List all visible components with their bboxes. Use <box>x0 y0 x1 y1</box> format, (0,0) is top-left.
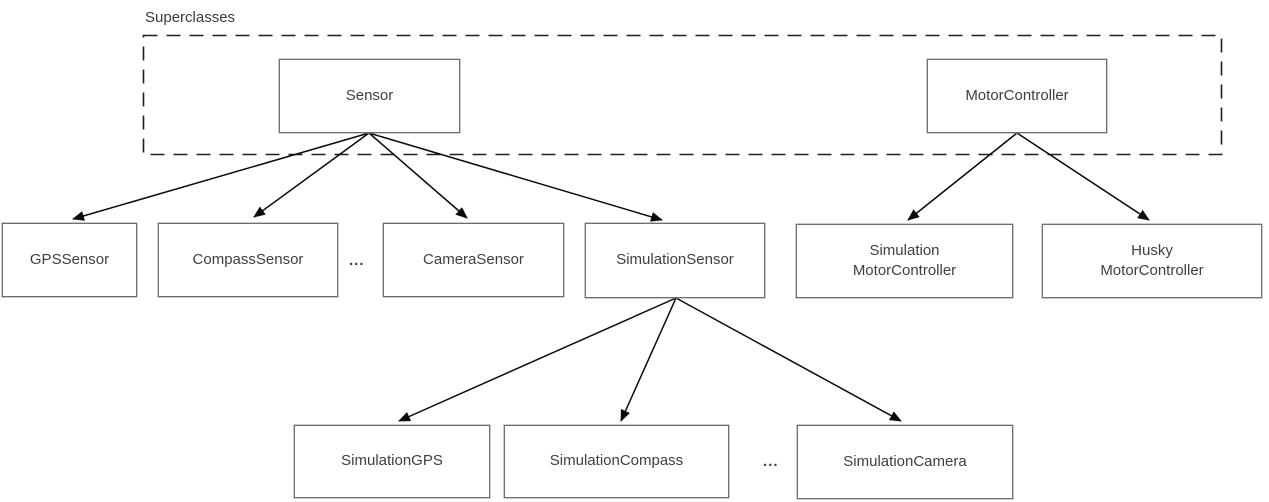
edge-motorcontroller-simulationmotorcontroller <box>907 132 1018 221</box>
ellipsis-more-simulation-sensors: ... <box>763 453 779 470</box>
edge-motorcontroller-huskymotorcontroller <box>1016 132 1150 221</box>
node-simulation-gps: SimulationGPS <box>294 425 490 498</box>
node-husky-motor-controller: Husky MotorController <box>1042 224 1262 298</box>
edge-sensor-gpssensor <box>72 132 370 221</box>
superclasses-group-label: Superclasses <box>145 9 236 26</box>
node-motor-controller: MotorController <box>927 59 1107 133</box>
edge-simulationsensor-simulationcompass <box>620 297 677 422</box>
edge-sensor-camerasensor <box>368 132 468 219</box>
node-simulation-motor-controller: Simulation MotorController <box>796 224 1013 298</box>
node-simulation-camera: SimulationCamera <box>797 425 1013 499</box>
node-simulation-sensor: SimulationSensor <box>585 223 765 298</box>
edge-sensor-compasssensor <box>253 132 370 218</box>
edge-simulationsensor-simulationcamera <box>675 297 902 422</box>
edge-simulationsensor-simulationgps <box>398 297 677 422</box>
edge-sensor-simulationsensor <box>368 132 663 222</box>
node-gps-sensor: GPSSensor <box>2 223 137 297</box>
node-sensor: Sensor <box>279 59 460 133</box>
ellipsis-more-sensors: ... <box>349 252 365 269</box>
node-simulation-compass: SimulationCompass <box>504 425 729 498</box>
node-compass-sensor: CompassSensor <box>158 223 338 297</box>
superclasses-group-border <box>142 34 1223 156</box>
node-camera-sensor: CameraSensor <box>383 223 564 297</box>
